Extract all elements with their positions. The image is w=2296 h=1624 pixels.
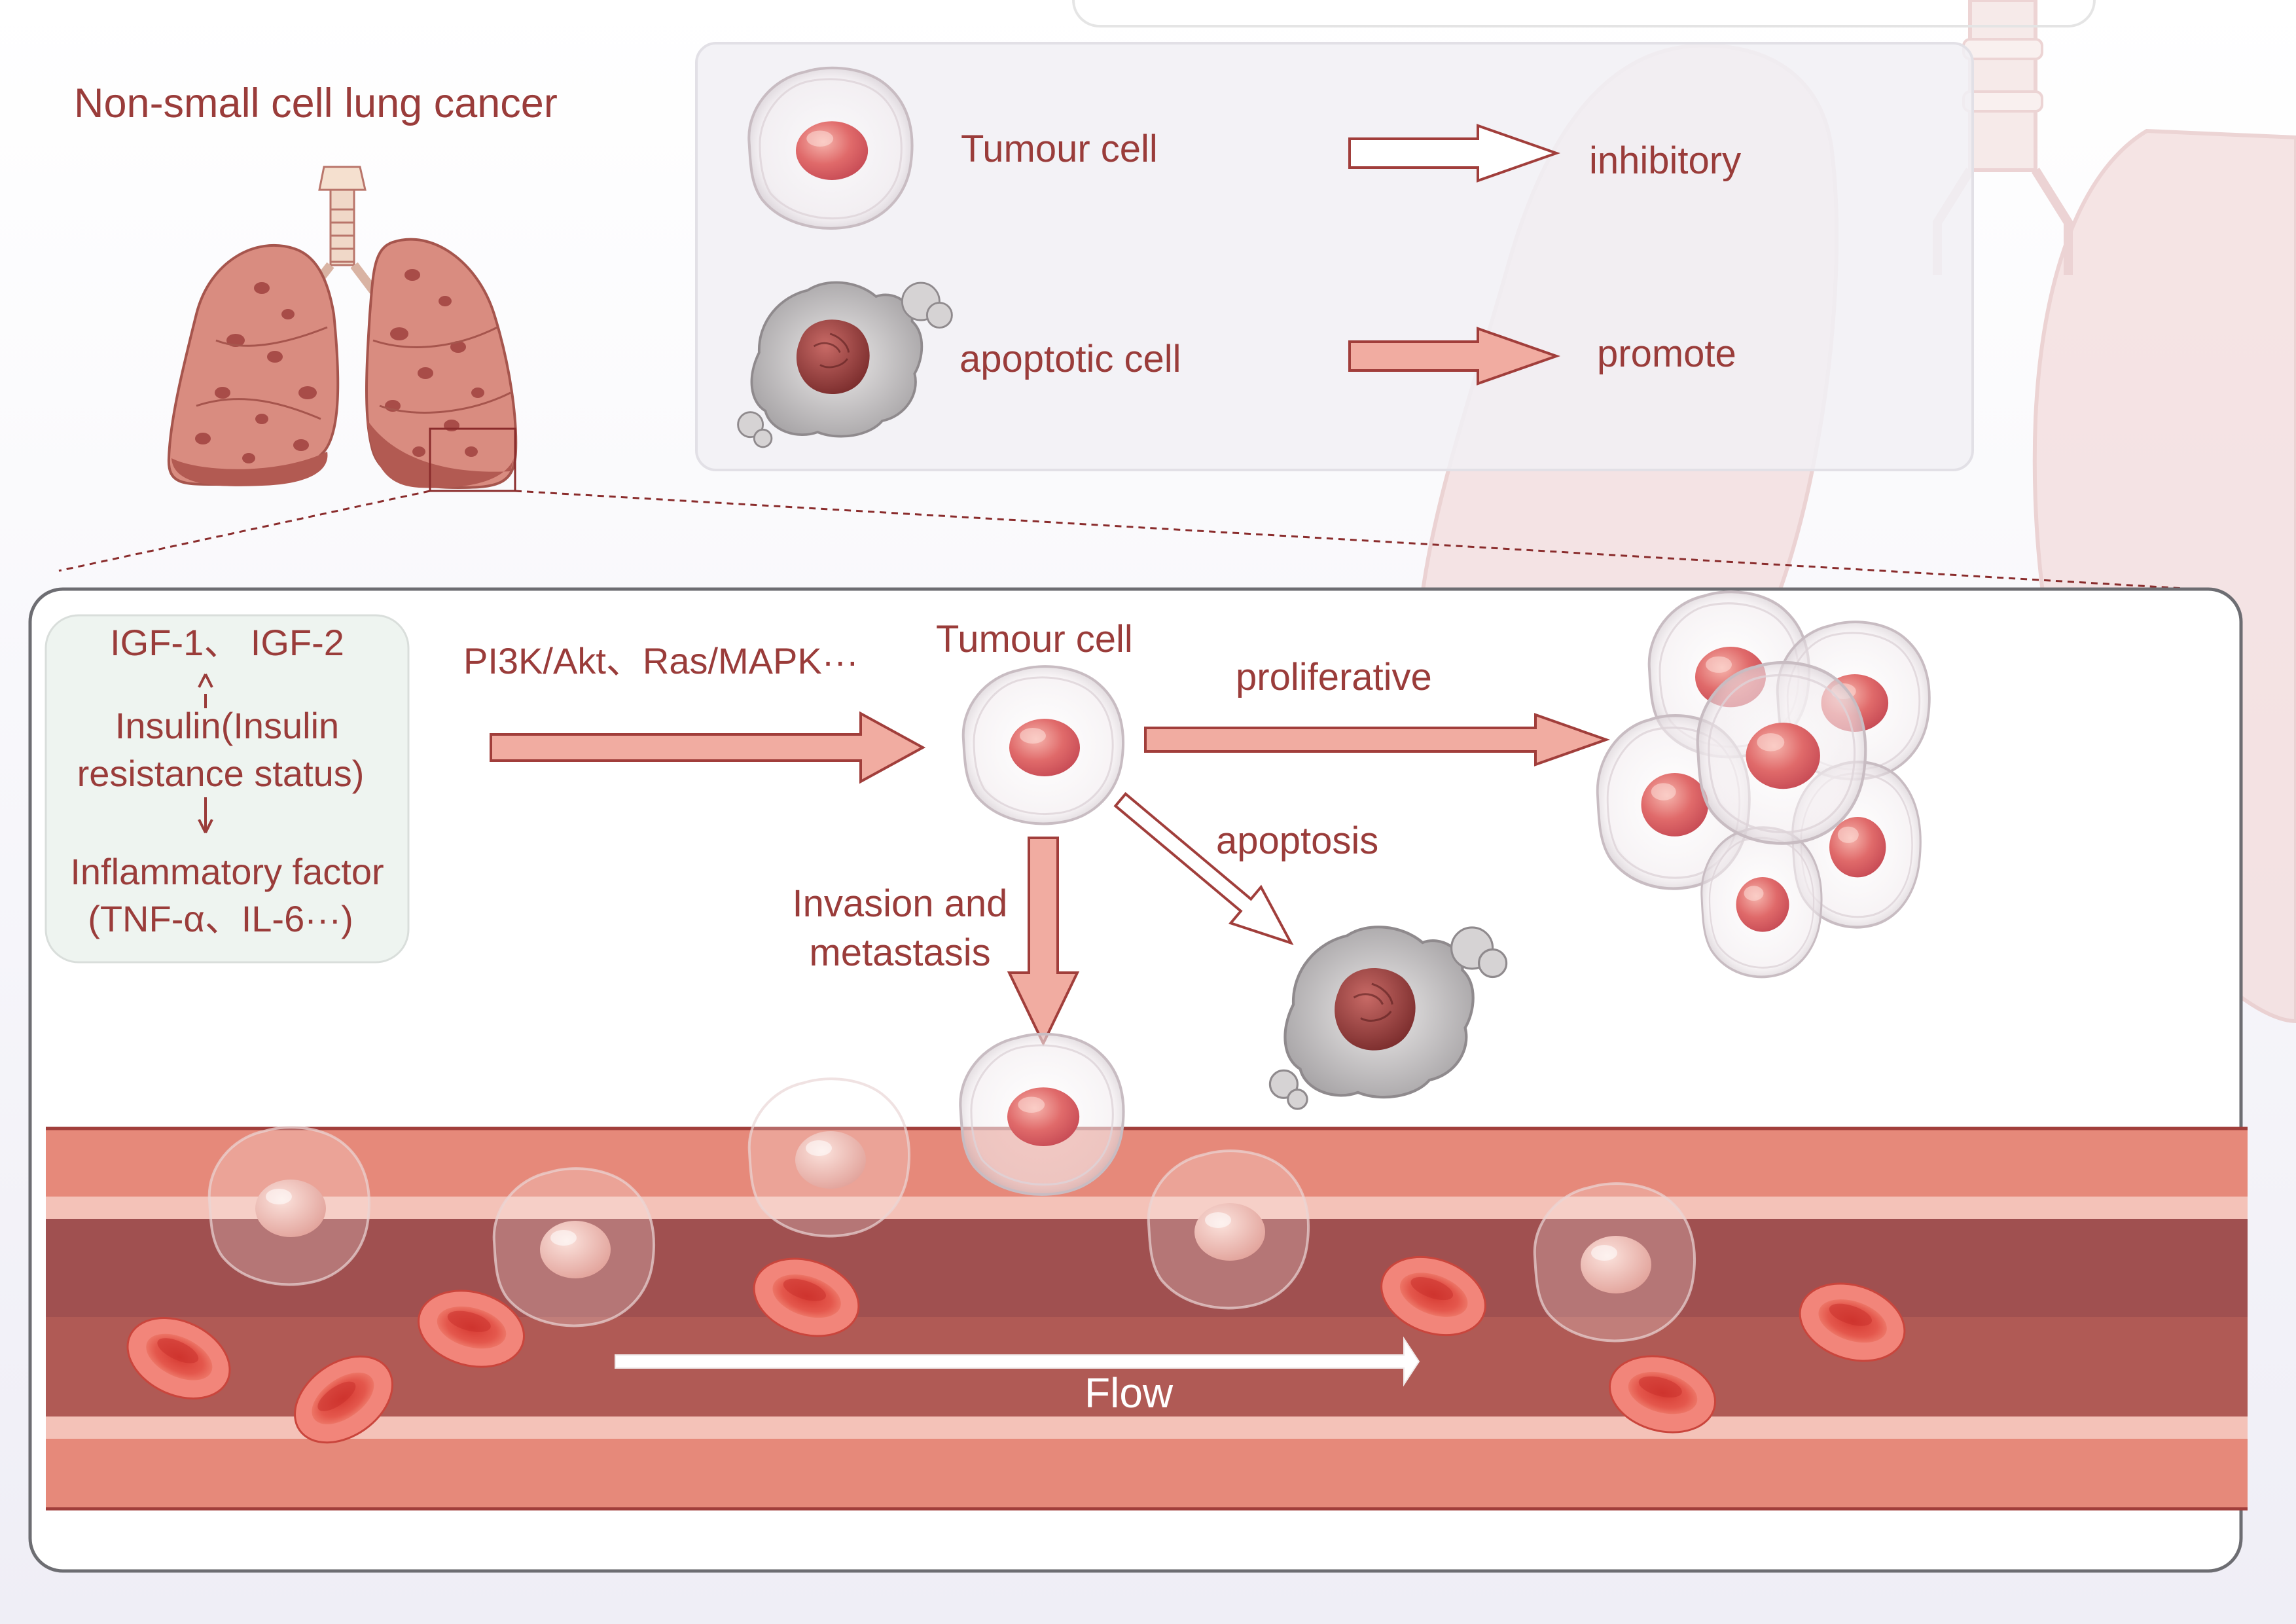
apoptosis-label: apoptosis xyxy=(1216,820,1379,862)
legend-panel xyxy=(695,42,1974,471)
pathway-label: PI3K/Akt、Ras/MAPK··· xyxy=(463,640,859,681)
legend-inhibitory-label: inhibitory xyxy=(1589,139,1742,182)
invasion-label-line2: metastasis xyxy=(809,931,991,974)
flow-arrow xyxy=(615,1336,1420,1387)
up-arrow-icon xyxy=(198,674,213,708)
down-arrow-icon xyxy=(198,797,213,833)
proliferative-label: proliferative xyxy=(1236,656,1432,698)
legend-apoptotic-cell-label: apoptotic cell xyxy=(960,338,1181,380)
zoom-box xyxy=(429,427,516,492)
center-tumour-cell-label: Tumour cell xyxy=(936,618,1133,660)
invasion-label-line1: Invasion and xyxy=(792,882,1008,925)
center-tumour-cell xyxy=(961,665,1125,825)
legend-promote-label: promote xyxy=(1597,333,1736,375)
proliferative-arrow xyxy=(1144,713,1611,767)
page-title: Non-small cell lung cancer xyxy=(74,81,558,126)
invasion-arrow xyxy=(1007,837,1080,1047)
pathway-arrow xyxy=(490,711,926,784)
blood-vessel xyxy=(46,1127,2248,1511)
lungs-illustration xyxy=(167,166,518,490)
factor-inflammatory-label-line2: (TNF-α、IL-6···) xyxy=(88,898,353,939)
legend-tumour-cell-label: Tumour cell xyxy=(961,128,1158,170)
factor-inflammatory-label-line1: Inflammatory factor xyxy=(70,851,384,892)
factor-insulin-label-line2: resistance status) xyxy=(77,753,365,794)
flow-label: Flow xyxy=(1085,1369,1174,1416)
factor-insulin-label-line1: Insulin(Insulin xyxy=(115,705,340,746)
legend-promote-arrow xyxy=(1348,327,1561,386)
factor-igf-label: IGF-1、 IGF-2 xyxy=(110,622,344,663)
migrated-tumour-cell xyxy=(960,1034,1123,1195)
zoom-lines xyxy=(58,490,2219,592)
legend-tumour-cell-icon xyxy=(749,68,912,228)
apoptosis-arrow xyxy=(1113,791,1294,946)
factors-box xyxy=(45,614,410,964)
legend-inhibitory-arrow xyxy=(1348,124,1561,183)
